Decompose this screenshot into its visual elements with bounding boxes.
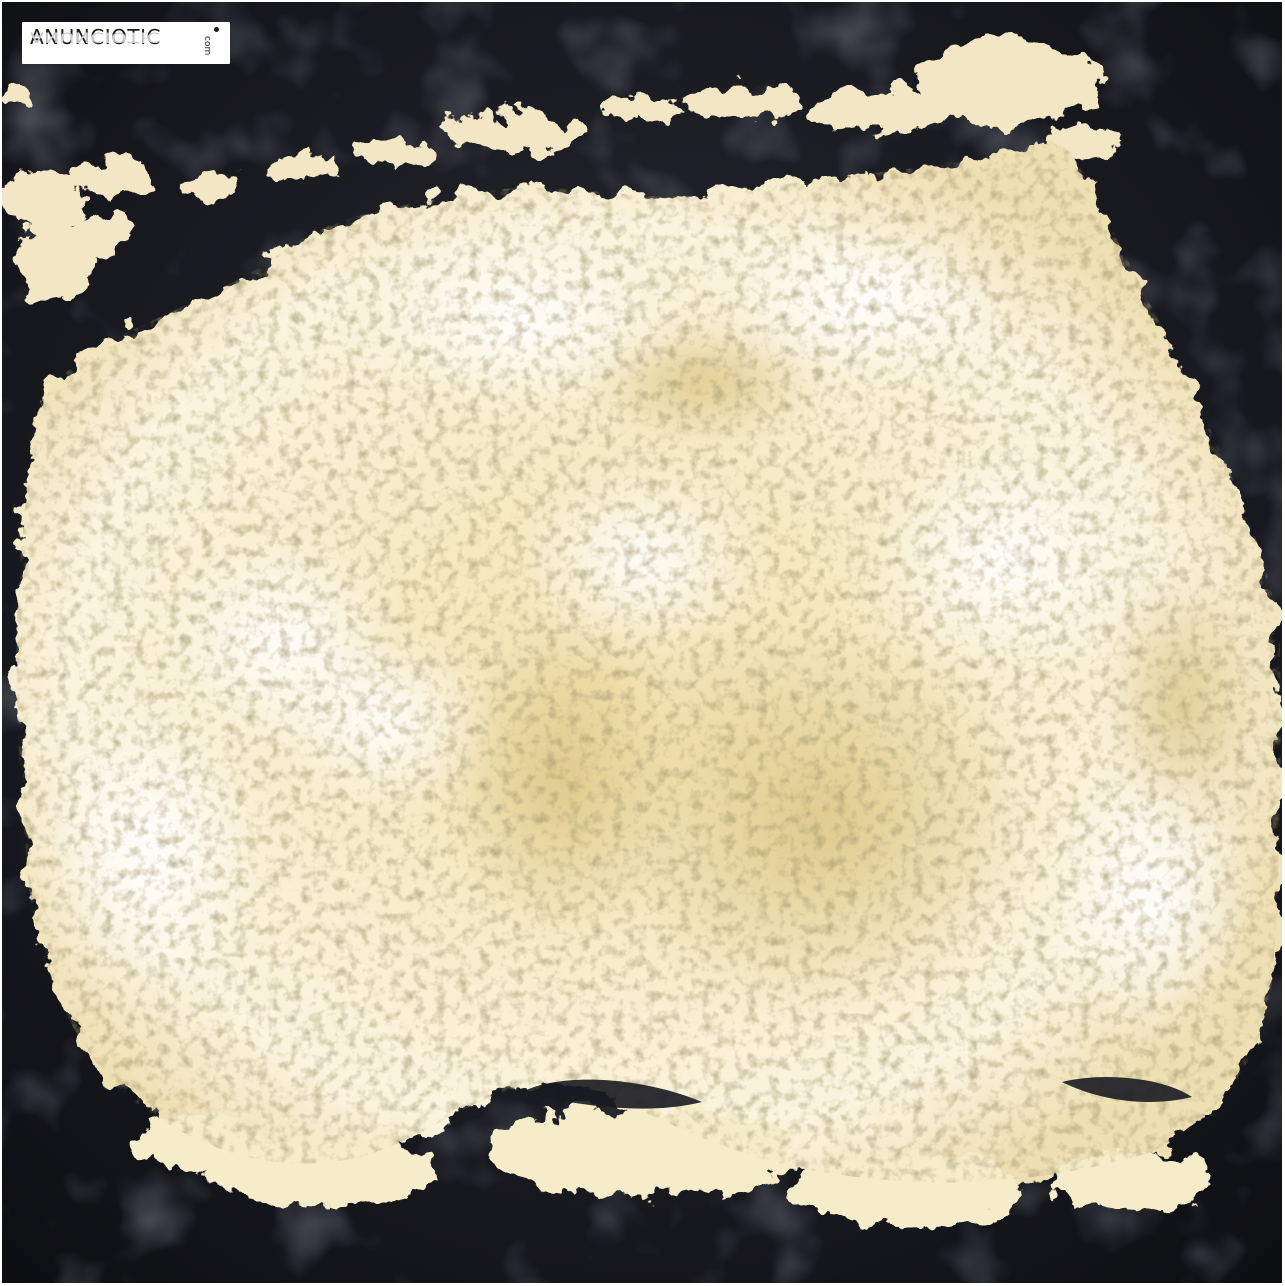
watermark-suffix: com	[202, 36, 212, 56]
watermark-brand: ANUNCIOTIC	[30, 25, 161, 49]
watermark-brand-reflection: ANUNCIOTIC	[30, 28, 161, 46]
watermark-dot	[214, 27, 219, 32]
watermark-logo: ANUNCIOTIC ANUNCIOTIC com	[22, 22, 230, 64]
